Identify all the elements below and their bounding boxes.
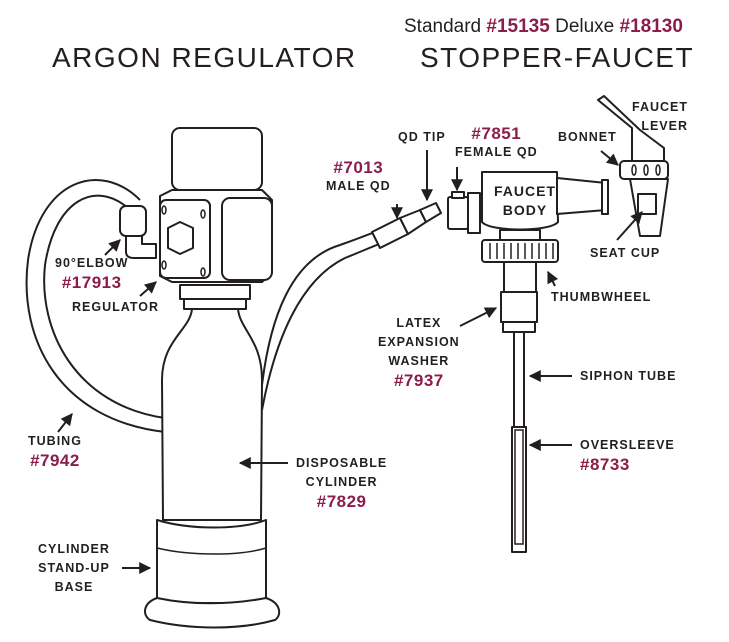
washer-line2: EXPANSION (378, 335, 460, 349)
base-label: CYLINDER STAND-UP BASE (38, 540, 110, 597)
leader-arrows (57, 150, 643, 574)
elbow-label: 90°ELBOW #17913 (55, 254, 128, 292)
washer-label: LATEX EXPANSION WASHER #7937 (378, 314, 460, 390)
regulator-drawing (119, 127, 273, 310)
male-qd-name: MALE QD (326, 179, 391, 193)
qd-tip-label: QD TIP (398, 130, 446, 144)
male-qd-label: #7013 MALE QD (326, 158, 391, 196)
tubing-name: TUBING (28, 434, 82, 448)
regulator-label: REGULATOR (72, 300, 160, 314)
female-qd-name: FEMALE QD (455, 145, 538, 159)
faucet-lever-label: FAUCET LEVER (632, 98, 688, 136)
cylinder-part-number: #7829 (316, 492, 367, 511)
base-line2: STAND-UP (38, 561, 110, 575)
thumbwheel-ridges (489, 243, 554, 259)
faucet-lever-line2: LEVER (641, 119, 688, 133)
cylinder-line2: CYLINDER (305, 475, 378, 489)
cylinder-line1: DISPOSABLE (296, 456, 388, 470)
base-line3: BASE (54, 580, 94, 594)
base-line1: CYLINDER (38, 542, 110, 556)
faucet-body-line2: BODY (502, 202, 548, 218)
cylinder-label: DISPOSABLE CYLINDER #7829 (296, 454, 387, 511)
oversleeve-label: OVERSLEEVE #8733 (580, 436, 675, 474)
cylinder-drawing (144, 308, 281, 629)
faucet-body-label: FAUCET BODY (494, 182, 556, 220)
stopper-faucet-title: STOPPER-FAUCET (420, 42, 695, 73)
faucet-body-line1: FAUCET (494, 183, 556, 199)
oversleeve-part-number: #8733 (580, 455, 630, 474)
tubing-drawing (25, 179, 391, 433)
siphon-tube-label: SIPHON TUBE (580, 369, 677, 383)
seat-cup-label: SEAT CUP (590, 246, 661, 260)
tubing-part-number: #7942 (30, 451, 80, 470)
variant-line: Standard #15135 Deluxe #18130 (404, 16, 683, 38)
female-qd-label: #7851 FEMALE QD (455, 124, 538, 162)
standard-part-number: #15135 (486, 16, 550, 37)
deluxe-part-number: #18130 (619, 16, 683, 37)
elbow-part-number: #17913 (61, 273, 122, 292)
bonnet-label: BONNET (558, 130, 617, 144)
washer-part-number: #7937 (393, 371, 444, 390)
male-qd-part-number: #7013 (333, 158, 384, 177)
elbow-name: 90°ELBOW (55, 256, 129, 270)
deluxe-label: Deluxe (555, 16, 615, 37)
washer-line1: LATEX (396, 316, 442, 330)
oversleeve-name: OVERSLEEVE (580, 438, 675, 452)
faucet-lever-line1: FAUCET (632, 100, 688, 114)
female-qd-part-number: #7851 (471, 124, 522, 143)
tubing-label: TUBING #7942 (28, 432, 82, 470)
faucet-drawing (481, 95, 669, 553)
thumbwheel-label: THUMBWHEEL (551, 290, 652, 304)
standard-label: Standard (404, 16, 482, 37)
quick-disconnect-drawing (371, 191, 481, 249)
washer-line3: WASHER (388, 354, 450, 368)
argon-regulator-title: ARGON REGULATOR (52, 42, 357, 73)
